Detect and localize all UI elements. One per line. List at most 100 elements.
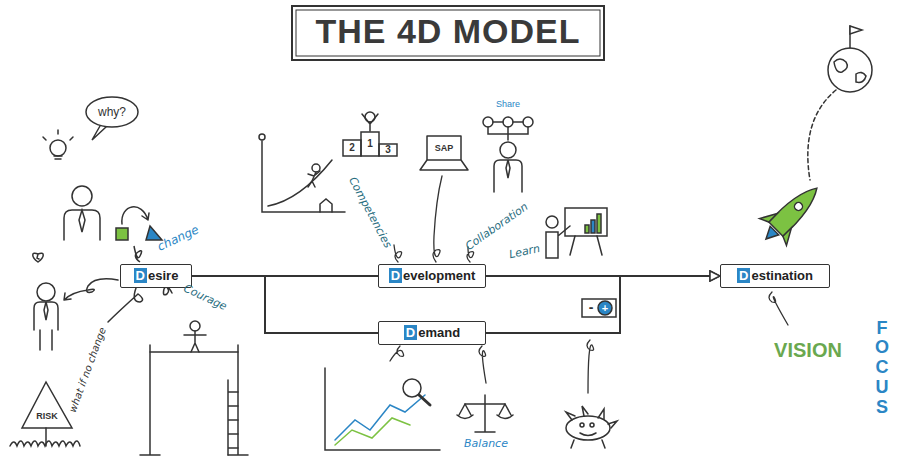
diagram-title: THE 4D MODEL	[315, 14, 580, 48]
title-frame-part	[292, 6, 604, 60]
stage-name: Destination	[737, 268, 813, 284]
presenter-part	[585, 225, 589, 233]
balance-scale-part	[497, 404, 513, 419]
globe-with-flag-part	[808, 90, 836, 180]
tightrope-walker-part	[228, 380, 238, 455]
share-note: Share	[496, 100, 520, 109]
laptop	[420, 136, 468, 170]
market-chart-part	[325, 368, 440, 450]
plus-sign: +	[602, 303, 608, 314]
globe-with-flag-part	[834, 59, 866, 82]
globe-with-flag-part	[828, 48, 872, 92]
risk-sign	[10, 288, 143, 446]
balance-scale	[457, 395, 513, 432]
podium-part	[362, 114, 378, 131]
rocket-part	[760, 207, 798, 245]
thinker-figure	[43, 97, 138, 240]
thinker-figure-part	[64, 210, 100, 240]
risk-sign-part	[108, 288, 143, 322]
change-symbols	[116, 207, 162, 262]
heartbroken-figure-part	[34, 302, 58, 350]
competencies-note: Competencies	[347, 175, 394, 250]
critter-part	[580, 423, 584, 427]
presenter	[546, 208, 607, 258]
stage-box: Desire	[120, 264, 192, 288]
globe-with-flag	[808, 26, 872, 180]
presenter-part	[597, 214, 601, 233]
title-frame	[292, 6, 604, 60]
stage-name: Development	[389, 268, 476, 284]
heartbroken-figure-part	[64, 279, 118, 300]
speech-text: why?	[98, 106, 126, 118]
leader-curls-part	[390, 346, 404, 361]
collaboration-note: Collaboration	[464, 200, 530, 251]
podium-number: 3	[385, 145, 391, 155]
risk-note: what if no change	[68, 326, 108, 414]
screen-text: SAP	[435, 144, 454, 153]
change-note: change	[155, 223, 200, 253]
sharing-person-part	[503, 117, 513, 127]
heartbroken-figure-part	[33, 253, 44, 262]
sign-text: RISK	[36, 412, 58, 421]
sharing-person-part	[523, 117, 533, 127]
plus-minus-box-part	[598, 301, 612, 315]
presenter-part	[565, 208, 607, 236]
globe-with-flag-part	[850, 26, 862, 34]
podium	[343, 112, 397, 156]
change-symbols-part	[134, 246, 142, 262]
leader-curls-part	[479, 346, 486, 383]
growth-graph-part	[308, 171, 320, 187]
market-chart	[325, 368, 440, 450]
podium-part	[379, 144, 397, 156]
tightrope-walker-part	[190, 321, 200, 331]
risk-sign-part	[10, 441, 80, 446]
balance-scale-part	[457, 404, 473, 419]
vision-word: VISION	[774, 340, 842, 360]
rocket-part	[762, 226, 779, 243]
laptop-part	[427, 136, 461, 160]
presenter-part	[546, 216, 558, 228]
stage-name: Desire	[134, 268, 179, 284]
tightrope-walker-part	[184, 331, 206, 352]
sharing-person-part	[483, 117, 493, 127]
laptop-part	[420, 160, 468, 170]
leader-curls-part	[769, 292, 788, 325]
thinker-figure-part	[79, 210, 85, 232]
balance-note: Balance	[464, 438, 508, 449]
critter-part	[571, 433, 605, 448]
growth-graph-part	[259, 134, 265, 140]
presenter-part	[591, 220, 595, 233]
critter	[566, 406, 617, 448]
thinker-figure-part	[86, 97, 138, 127]
sharing-person-part	[500, 142, 516, 158]
leader-curls-part	[433, 176, 442, 262]
minus-sign: -	[589, 300, 594, 314]
stage-box: Destination	[720, 264, 830, 288]
sharing-person-part	[494, 160, 522, 192]
rocket	[753, 175, 831, 253]
thinker-figure-part	[50, 140, 66, 156]
market-chart-part	[419, 395, 430, 405]
thinker-figure-part	[72, 186, 92, 206]
sharing-person	[483, 117, 533, 192]
tightrope-walker-part	[150, 351, 238, 353]
leader-curls-part	[587, 340, 594, 393]
presenter-part	[546, 226, 570, 258]
stage-box: Development	[378, 264, 486, 288]
learn-note: Learn	[509, 242, 542, 259]
courage-note: Courage	[182, 282, 229, 312]
tightrope-walker-part	[140, 345, 248, 455]
critter-part	[590, 423, 594, 427]
growth-graph-part	[262, 141, 345, 212]
title-frame-part	[296, 10, 600, 56]
growth-graph-part	[320, 199, 332, 212]
change-symbols-part	[146, 226, 162, 240]
sharing-person-part	[488, 122, 528, 140]
podium-number: 2	[349, 143, 355, 153]
market-chart-part	[335, 418, 410, 445]
critter-part	[566, 406, 617, 428]
growth-graph-part	[268, 160, 332, 206]
change-symbols-part	[116, 228, 128, 240]
